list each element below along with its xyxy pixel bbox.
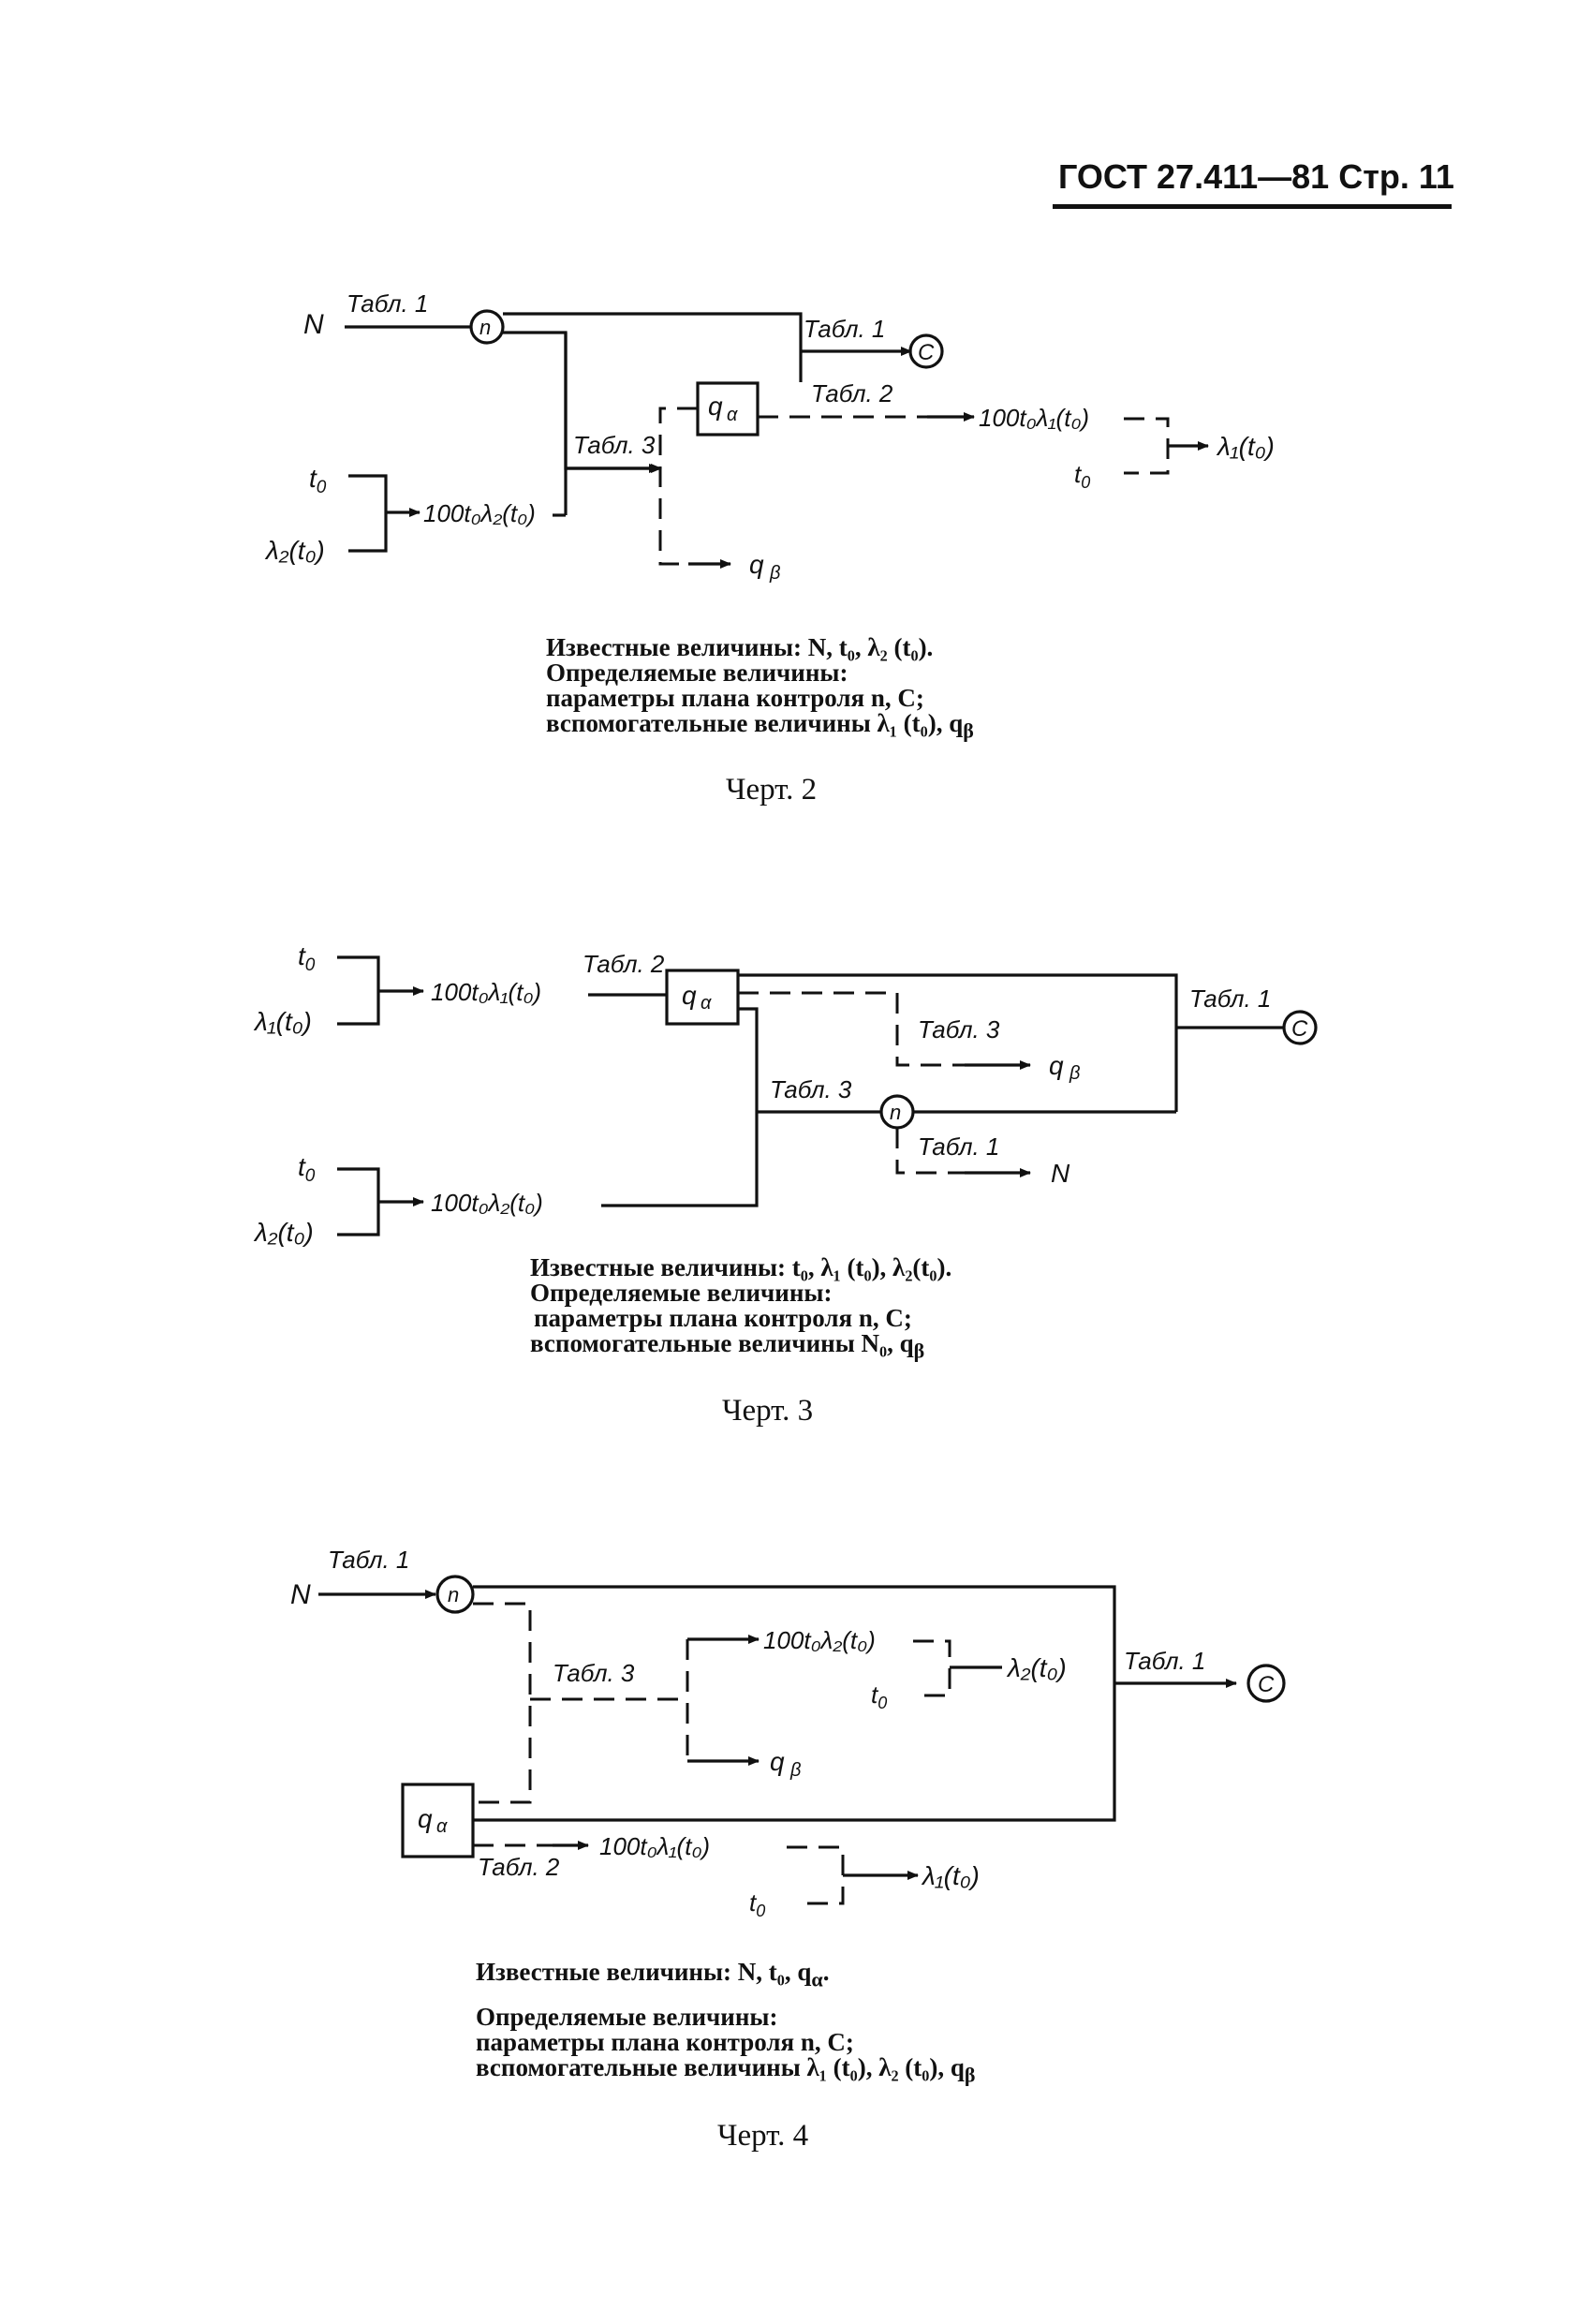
box-q-alpha-sub: α bbox=[727, 405, 738, 425]
label-lambda1-out: λ₁(t₀) bbox=[1216, 432, 1275, 461]
node-c-label: C bbox=[918, 340, 935, 365]
fig4-label: Черт. 4 bbox=[717, 2119, 809, 2153]
fig3-label-tab1: Табл. 1 bbox=[918, 1132, 999, 1161]
fig4-label-t0-a: t0 bbox=[871, 1680, 887, 1712]
fig3-label-tab2: Табл. 2 bbox=[583, 950, 665, 978]
expr-100t0-lambda1: 100t₀λ₁(t₀) bbox=[979, 404, 1089, 432]
fig2-determined: Определяемые величины: bbox=[546, 659, 848, 687]
fig3-label: Черт. 3 bbox=[722, 1394, 814, 1428]
fig3-label-tab3b: Табл. 3 bbox=[770, 1075, 852, 1103]
fig3-node-c-label: C bbox=[1291, 1016, 1308, 1042]
fig2-label: Черт. 2 bbox=[726, 773, 818, 807]
fig4-aux: вспомогательные величины λ₁ (t₀), λ₂ (t₀… bbox=[476, 2053, 976, 2087]
fig4-determined: Определяемые величины: bbox=[476, 2003, 778, 2032]
fig4-node-n bbox=[435, 1575, 475, 1614]
label-tab1: Табл. 1 bbox=[347, 289, 428, 318]
header-rule bbox=[1053, 204, 1452, 209]
fig4-node-n-label: n bbox=[448, 1583, 459, 1606]
label-q-beta: q bbox=[749, 550, 764, 579]
label-tab2: Табл. 2 bbox=[811, 379, 893, 407]
node-n-label: n bbox=[479, 316, 491, 339]
fig3-known: Известные величины: t₀, λ₁ (t₀), λ₂(t₀). bbox=[530, 1253, 952, 1281]
fig2-aux: вспомогательные величины λ₁ (t₀), qβ bbox=[546, 709, 974, 743]
fig3-label-t0-a: t0 bbox=[298, 941, 316, 975]
fig2-known: Известные величины: N, t₀, λ₂ (t₀). bbox=[546, 633, 934, 661]
fig4-q-beta: q bbox=[770, 1747, 785, 1776]
node-c bbox=[908, 333, 944, 369]
fig3-label-t0-b: t0 bbox=[298, 1152, 316, 1186]
label-tab3: Табл. 3 bbox=[573, 431, 656, 459]
fig4-box-alpha: α bbox=[436, 1816, 448, 1837]
page-header: ГОСТ 27.411—81 Стр. 11 bbox=[1058, 157, 1454, 196]
label-N: N bbox=[303, 309, 324, 340]
fig4-known: Известные величины: N, t₀, qα. bbox=[476, 1958, 830, 1991]
expr-100t0-lambda2: 100t₀λ₂(t₀) bbox=[423, 499, 536, 527]
fig3-box-q-alpha bbox=[665, 969, 740, 1026]
fig4-label-lambda2-out: λ₂(t₀) bbox=[1006, 1653, 1067, 1682]
fig3-label-lambda1: λ₁(t₀) bbox=[253, 1007, 312, 1036]
fig4-box-q: q bbox=[418, 1804, 433, 1833]
fig3-label-N: N bbox=[1051, 1159, 1070, 1188]
fig4-label-lambda1-out: λ₁(t₀) bbox=[921, 1861, 980, 1890]
label-t0-right: t0 bbox=[1074, 460, 1090, 492]
fig4-label-tab3: Табл. 3 bbox=[553, 1659, 635, 1687]
node-n bbox=[469, 309, 505, 345]
fig4-q-beta-sub: β bbox=[789, 1760, 801, 1781]
fig4-label-tab1: Табл. 1 bbox=[328, 1546, 409, 1574]
fig4-expr-lambda2: 100t₀λ₂(t₀) bbox=[763, 1626, 876, 1654]
fig3-determined: Определяемые величины: bbox=[530, 1279, 833, 1307]
diagram-fig3: t0 λ₁(t₀) 100t₀λ₁(t₀) Табл. 2 q α Табл. … bbox=[253, 941, 1318, 1247]
label-tab1-out: Табл. 1 bbox=[804, 315, 885, 343]
fig4-label-t0-b: t0 bbox=[749, 1888, 765, 1920]
fig4-label-tab1-out: Табл. 1 bbox=[1124, 1647, 1205, 1675]
fig4-node-c-label: C bbox=[1258, 1672, 1275, 1697]
fig3-label-tab1-out: Табл. 1 bbox=[1189, 984, 1271, 1013]
fig3-label-lambda2: λ₂(t₀) bbox=[253, 1218, 314, 1247]
label-lambda2: λ₂(t₀) bbox=[264, 536, 325, 565]
fig2-caption: Известные величины: N, t₀, λ₂ (t₀). Опре… bbox=[546, 635, 974, 743]
fig3-q-beta: q bbox=[1049, 1051, 1064, 1080]
box-q-alpha-q: q bbox=[708, 392, 723, 421]
fig3-params: параметры плана контроля n, C; bbox=[534, 1304, 912, 1332]
diagram-fig4: Табл. 1 N n Табл. 1 C Табл. 3 100t₀λ₂(t₀… bbox=[290, 1546, 1286, 1920]
fig3-box-alpha: α bbox=[701, 993, 712, 1014]
fig4-label-N: N bbox=[290, 1579, 311, 1610]
fig4-params: параметры плана контроля n, C; bbox=[476, 2028, 854, 2057]
label-t0-a: t0 bbox=[309, 464, 327, 497]
fig3-box-q: q bbox=[682, 981, 697, 1010]
fig2-params: параметры плана контроля n, C; bbox=[546, 684, 924, 712]
diagram-fig2: N Табл. 1 n Табл. 3 q α Табл. 1 C Табл. … bbox=[264, 289, 1275, 584]
fig3-expr-lambda1: 100t₀λ₁(t₀) bbox=[431, 978, 541, 1006]
fig3-expr-lambda2: 100t₀λ₂(t₀) bbox=[431, 1189, 543, 1217]
fig3-caption: Известные величины: t₀, λ₁ (t₀), λ₂(t₀).… bbox=[530, 1255, 951, 1363]
label-q-beta-sub: β bbox=[769, 563, 780, 584]
fig4-caption: Известные величины: N, t₀, qα. Определяе… bbox=[476, 1958, 976, 2088]
fig4-box-q-alpha bbox=[401, 1783, 475, 1858]
fig4-label-tab2: Табл. 2 bbox=[478, 1853, 560, 1881]
fig4-expr-lambda1: 100t₀λ₁(t₀) bbox=[599, 1832, 710, 1860]
fig4-node-c bbox=[1246, 1664, 1286, 1703]
fig3-q-beta-sub: β bbox=[1069, 1063, 1080, 1084]
fig3-node-n-label: n bbox=[890, 1101, 901, 1124]
fig3-label-tab3: Табл. 3 bbox=[918, 1015, 1000, 1044]
fig3-aux: вспомогательные величины N₀, qβ bbox=[530, 1329, 925, 1363]
fig3-node-c bbox=[1282, 1010, 1318, 1045]
